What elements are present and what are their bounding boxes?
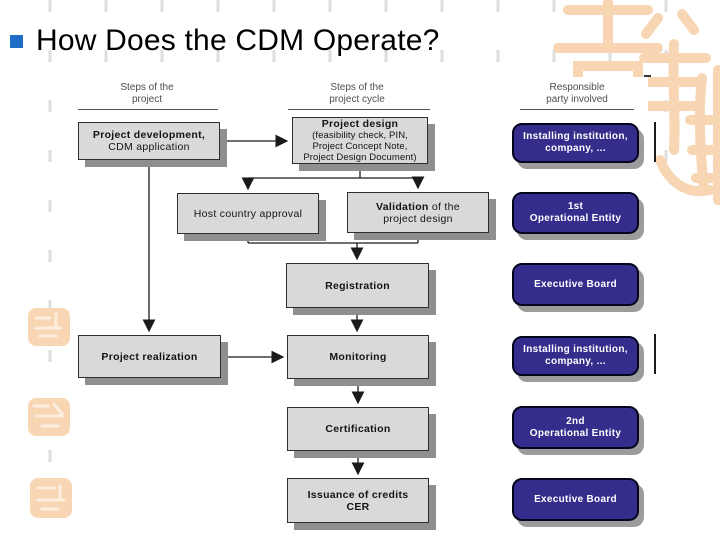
party-box-executive-board-2: Executive Board xyxy=(512,478,639,521)
flow-box-certification: Certification xyxy=(287,407,429,451)
party-box-installing-institution-1: Installing institution, company, ... xyxy=(512,123,639,163)
party-box-2nd-operational-entity: 2nd Operational Entity xyxy=(512,406,639,449)
party-box-1st-operational-entity: 1st Operational Entity xyxy=(512,192,639,234)
column-divider xyxy=(520,109,634,110)
flow-box-monitoring: Monitoring xyxy=(287,335,429,379)
square-bullet-icon xyxy=(10,35,23,48)
column-header-responsible-party: Responsible party involved xyxy=(546,82,608,105)
flow-box-validation: Validation of the project design xyxy=(347,192,489,233)
flow-box-registration: Registration xyxy=(286,263,429,308)
panel-edge-mark xyxy=(644,75,651,77)
party-box-executive-board-1: Executive Board xyxy=(512,263,639,306)
flow-box-project-realization: Project realization xyxy=(78,335,221,378)
party-box-installing-institution-2: Installing institution, company, ... xyxy=(512,336,639,376)
title-row: How Does the CDM Operate? xyxy=(10,24,440,58)
seal-stamp-watermark-icon xyxy=(28,398,70,436)
seal-stamp-watermark-icon xyxy=(30,478,72,518)
flow-box-host-country-approval: Host country approval xyxy=(177,193,319,234)
panel-edge-mark xyxy=(654,122,656,162)
column-divider xyxy=(78,109,218,110)
column-header-steps-of-project: Steps of the project xyxy=(120,82,174,105)
seal-stamp-watermark-icon xyxy=(28,308,70,346)
calligraphy-watermark-icon xyxy=(553,0,720,205)
page-title: How Does the CDM Operate? xyxy=(36,24,440,57)
flow-box-issuance-of-credits: Issuance of credits CER xyxy=(287,478,429,523)
column-divider xyxy=(288,109,430,110)
flow-box-project-design: Project design (feasibility check, PIN, … xyxy=(292,117,428,164)
panel-edge-mark xyxy=(654,334,656,374)
column-header-steps-of-project-cycle: Steps of the project cycle xyxy=(329,82,385,105)
flow-box-project-development: Project development, CDM application xyxy=(78,122,220,160)
